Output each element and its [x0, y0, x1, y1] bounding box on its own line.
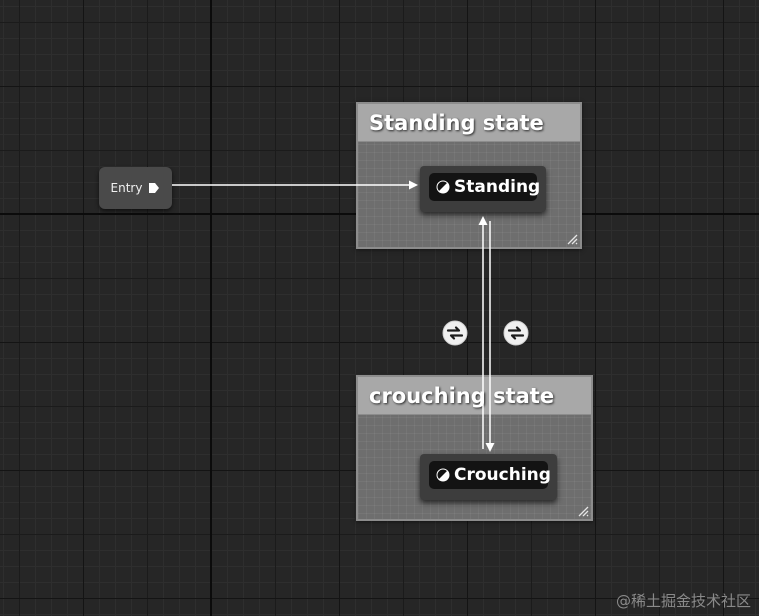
state-half-circle-icon [436, 180, 450, 194]
grid-origin-vertical [210, 0, 212, 616]
crouching-state-label: Crouching [454, 465, 551, 485]
standing-state-title[interactable]: Standing state [358, 104, 580, 142]
transition-rule-icon[interactable] [442, 320, 468, 346]
exec-pin-icon[interactable] [148, 182, 160, 194]
standing-state-node[interactable]: Standing [420, 166, 546, 212]
crouching-state-box[interactable]: crouching state [356, 375, 593, 521]
resize-grip-icon[interactable] [566, 233, 578, 245]
entry-node[interactable]: Entry [99, 167, 172, 209]
standing-state-label: Standing [454, 177, 541, 197]
crouching-state-title[interactable]: crouching state [358, 377, 591, 415]
resize-grip-icon[interactable] [577, 505, 589, 517]
crouching-state-node[interactable]: Crouching [420, 454, 557, 500]
watermark: @稀土掘金技术社区 [615, 592, 751, 610]
entry-label: Entry [110, 181, 143, 195]
transition-rule-icon[interactable] [503, 320, 529, 346]
standing-state-box[interactable]: Standing state [356, 102, 582, 249]
state-half-circle-icon [436, 468, 450, 482]
